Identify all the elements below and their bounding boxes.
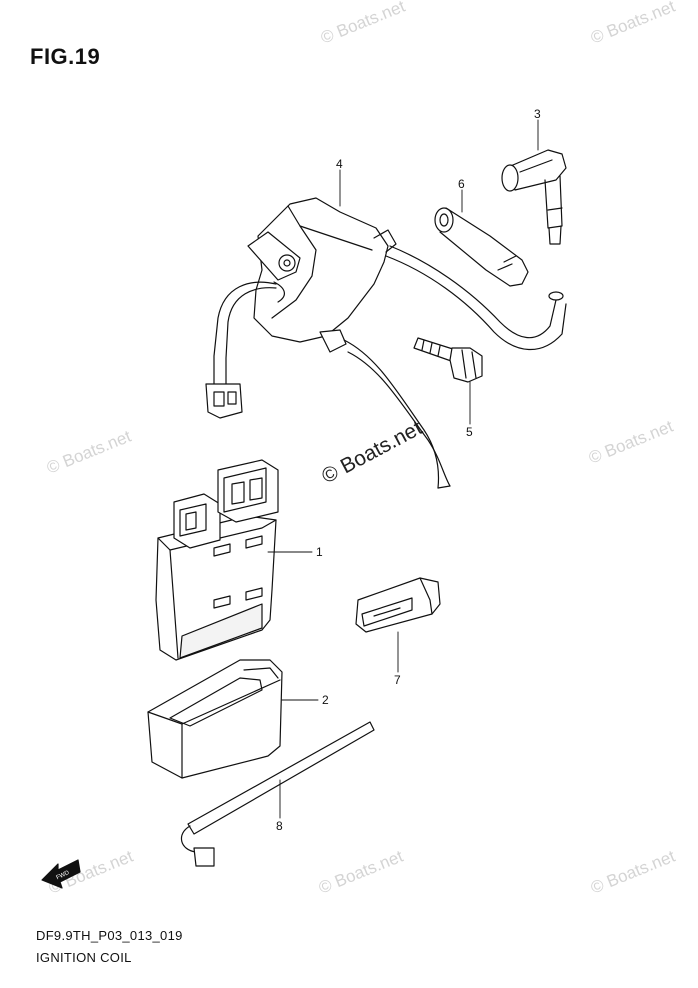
callout-5: 5 [466,425,473,439]
part-3-plug-cap [501,149,567,245]
callout-1: 1 [316,545,323,559]
figure-title: FIG.19 [30,44,101,69]
part-4-ignition-coil [205,197,567,489]
part-6-hose-sleeve [434,207,529,287]
part-5-bolt [413,337,483,383]
part-8-lead-wire [180,721,375,867]
part-7-clip [355,577,441,633]
footer-code: DF9.9TH_P03_013_019 [36,928,183,943]
part-2-cdi-holder [147,659,283,779]
callout-6: 6 [458,177,465,191]
footer-section: IGNITION COIL [36,950,132,965]
callout-8: 8 [276,819,283,833]
callout-4: 4 [336,157,343,171]
fwd-arrow-icon [41,859,81,889]
callout-leaders [267,119,539,819]
callout-2: 2 [322,693,329,707]
callout-3: 3 [534,107,541,121]
fwd-label: FWD [56,870,72,882]
part-1-cdi-unit [155,459,279,661]
callout-7: 7 [394,673,401,687]
